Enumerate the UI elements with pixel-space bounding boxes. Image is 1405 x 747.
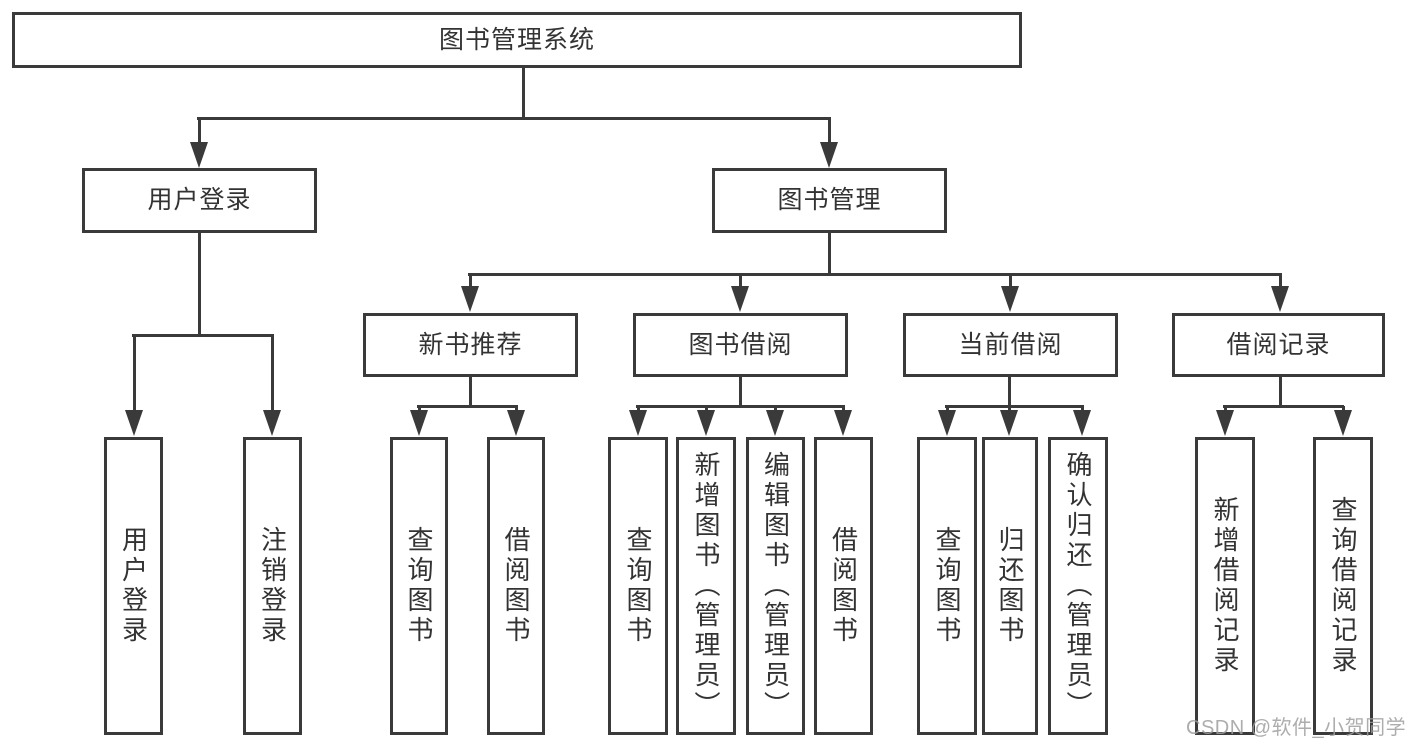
node-current-borrowing: 当前借阅 <box>903 313 1118 377</box>
node-label: 当前借阅 <box>958 330 1063 359</box>
connector-line <box>1278 274 1282 292</box>
arrowhead-down-icon <box>125 410 143 436</box>
arrowhead-down-icon <box>1073 410 1091 436</box>
arrowhead-down-icon <box>766 410 784 436</box>
node-label: 查询图书 <box>404 526 434 646</box>
connector-line <box>827 118 831 152</box>
node-leaf-return-books: 归还图书 <box>982 437 1038 735</box>
node-label: 查询图书 <box>932 526 962 646</box>
connector-line <box>827 233 831 276</box>
node-label: 借阅图书 <box>501 526 531 646</box>
connector-line <box>270 335 274 420</box>
node-label: 新增借阅记录 <box>1210 496 1240 676</box>
arrowhead-down-icon <box>190 142 208 168</box>
connector-line <box>468 377 472 408</box>
node-label: 图书借阅 <box>688 330 793 359</box>
arrowhead-down-icon <box>834 410 852 436</box>
node-label: 编辑图书（管理员） <box>760 451 791 721</box>
connector-line <box>636 404 845 408</box>
node-label: 借阅图书 <box>828 526 859 646</box>
node-label: 用户登录 <box>147 186 252 215</box>
arrowhead-down-icon <box>938 410 956 436</box>
arrowhead-down-icon <box>629 410 647 436</box>
connector-line <box>132 333 274 337</box>
connector-line <box>197 116 831 120</box>
node-leaf-user-login: 用户登录 <box>104 437 163 735</box>
node-leaf-edit-books-admin: 编辑图书（管理员） <box>746 437 805 735</box>
node-label: 用户登录 <box>118 526 149 646</box>
connector-line <box>1223 404 1344 408</box>
connector-line <box>1008 274 1012 292</box>
node-leaf-query-borrow-record: 查询借阅记录 <box>1313 437 1373 735</box>
node-label: 查询借阅记录 <box>1328 496 1358 676</box>
arrowhead-down-icon <box>410 410 428 436</box>
connector-line <box>468 274 472 292</box>
arrowhead-down-icon <box>820 142 838 168</box>
node-leaf-query-books-borrow: 查询图书 <box>608 437 668 735</box>
node-label: 新书推荐 <box>418 330 523 359</box>
connector-line <box>738 377 742 408</box>
arrowhead-down-icon <box>507 410 525 436</box>
node-leaf-add-borrow-record: 新增借阅记录 <box>1195 437 1255 735</box>
connector-line <box>197 233 201 337</box>
node-root: 图书管理系统 <box>12 12 1022 68</box>
arrowhead-down-icon <box>1216 410 1234 436</box>
arrowhead-down-icon <box>461 286 479 312</box>
node-label: 借阅记录 <box>1226 330 1331 359</box>
connector-line <box>197 118 201 152</box>
node-book-management: 图书管理 <box>712 168 947 233</box>
connector-line <box>1278 377 1282 408</box>
arrowhead-down-icon <box>1001 286 1019 312</box>
connector-line <box>738 274 742 292</box>
node-leaf-query-books-current: 查询图书 <box>917 437 977 735</box>
connector-line <box>417 404 518 408</box>
node-label: 图书管理 <box>777 186 882 215</box>
node-label: 归还图书 <box>995 526 1025 646</box>
node-label: 新增图书（管理员） <box>691 451 721 721</box>
arrowhead-down-icon <box>697 410 715 436</box>
arrowhead-down-icon <box>1000 410 1018 436</box>
arrowhead-down-icon <box>731 286 749 312</box>
node-leaf-add-books-admin: 新增图书（管理员） <box>676 437 736 735</box>
connector-line <box>945 404 1084 408</box>
arrowhead-down-icon <box>1334 410 1352 436</box>
connector-line <box>468 272 1282 276</box>
watermark: CSDN @软件_小贺同学 <box>1186 717 1405 739</box>
node-user-login: 用户登录 <box>82 168 317 233</box>
node-label: 确认归还（管理员） <box>1063 451 1093 721</box>
arrowhead-down-icon <box>1271 286 1289 312</box>
node-leaf-borrow-books-new: 借阅图书 <box>487 437 545 735</box>
node-label: 注销登录 <box>257 526 288 646</box>
node-leaf-query-books-new: 查询图书 <box>390 437 448 735</box>
connector-line <box>132 335 136 420</box>
node-label: 图书管理系统 <box>438 25 595 54</box>
node-label: 查询图书 <box>623 526 653 646</box>
node-leaf-borrow-books-borrow: 借阅图书 <box>814 437 873 735</box>
node-leaf-logout: 注销登录 <box>243 437 302 735</box>
arrowhead-down-icon <box>263 410 281 436</box>
node-new-book-recommend: 新书推荐 <box>363 313 578 377</box>
node-book-borrowing: 图书借阅 <box>633 313 848 377</box>
node-borrowing-records: 借阅记录 <box>1172 313 1385 377</box>
node-leaf-confirm-return-admin: 确认归还（管理员） <box>1048 437 1108 735</box>
connector-line <box>1007 377 1011 408</box>
connector-line <box>521 67 525 120</box>
